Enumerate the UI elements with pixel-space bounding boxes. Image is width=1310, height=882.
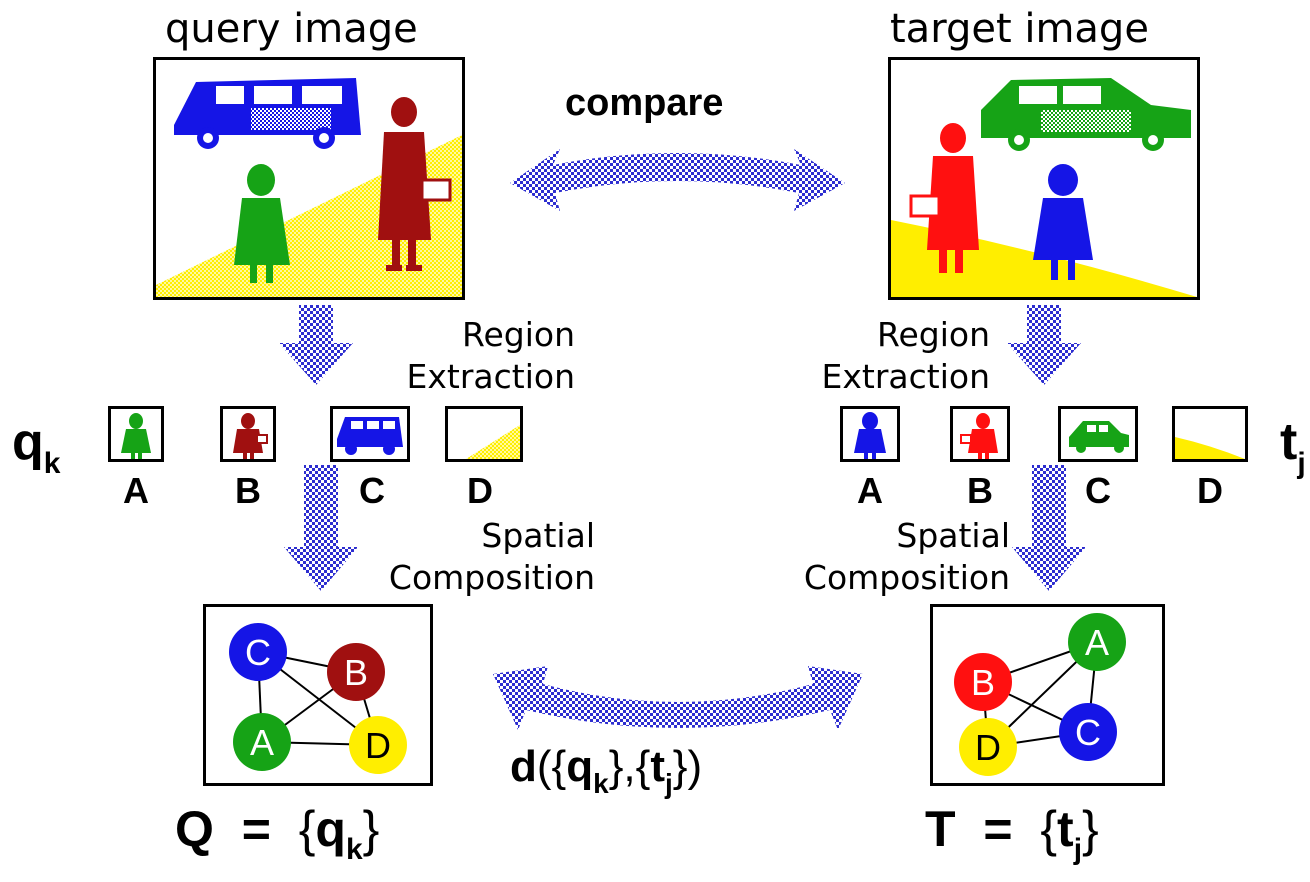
compare-arrow-top	[510, 149, 845, 211]
van-shape	[174, 78, 361, 149]
target-region-c-label: C	[1085, 470, 1111, 511]
query-image	[153, 57, 465, 300]
target-region-c-tile	[1058, 406, 1138, 462]
target-image	[888, 57, 1200, 300]
target-set-formula: T = {tj}	[925, 801, 1099, 866]
target-regions-symbol: tj	[1280, 413, 1306, 480]
red-person-shape	[909, 123, 979, 273]
target-node-c	[1059, 703, 1117, 761]
query-region-a-label: A	[123, 470, 149, 511]
target-node-d	[959, 718, 1017, 776]
spatial-composition-label-target: Spatial Composition	[803, 516, 1010, 597]
target-region-a-tile	[840, 406, 900, 462]
query-node-c-label: C	[245, 632, 271, 673]
target-node-a-label: A	[1085, 622, 1109, 663]
target-region-b-label: B	[967, 470, 993, 511]
green-person-shape	[234, 164, 290, 283]
car-shape	[981, 78, 1191, 151]
down-arrow-target-1	[1007, 305, 1081, 385]
distance-formula: d({qk},{tj})	[510, 742, 703, 799]
target-node-d-label: D	[975, 727, 1001, 768]
target-node-c-label: C	[1075, 712, 1101, 753]
query-region-b-label: B	[235, 470, 261, 511]
target-region-b-tile	[950, 406, 1010, 462]
target-region-d-tile	[1172, 406, 1248, 462]
target-node-b	[954, 653, 1012, 711]
query-region-d-tile	[445, 406, 523, 462]
region-extraction-label-query: Region Extraction	[406, 315, 575, 396]
down-arrow-query-1	[279, 305, 353, 385]
query-region-a-tile	[108, 406, 164, 462]
target-region-d-label: D	[1197, 470, 1223, 511]
query-regions-symbol: qk	[12, 413, 61, 480]
query-graph: C B A D	[203, 604, 433, 786]
spatial-composition-label-query: Spatial Composition	[388, 516, 595, 597]
down-arrow-target-2	[1012, 465, 1086, 591]
query-node-c	[229, 623, 287, 681]
query-region-c-tile	[330, 406, 410, 462]
query-image-title: query image	[165, 6, 418, 52]
target-node-b-label: B	[971, 662, 995, 703]
down-arrow-query-2	[284, 465, 358, 591]
query-node-d	[349, 716, 407, 774]
target-node-a	[1068, 613, 1126, 671]
region-extraction-label-target: Region Extraction	[821, 315, 990, 396]
target-image-title: target image	[890, 6, 1149, 52]
query-node-b	[327, 643, 385, 701]
target-region-a-label: A	[857, 470, 883, 511]
target-graph: A B C D	[930, 604, 1165, 786]
query-node-a-label: A	[250, 722, 274, 763]
query-node-b-label: B	[344, 652, 368, 693]
query-region-c-label: C	[359, 470, 385, 511]
blue-person-shape	[1033, 164, 1093, 280]
query-region-b-tile	[220, 406, 276, 462]
query-set-formula: Q = {qk}	[175, 801, 380, 866]
query-node-d-label: D	[365, 725, 391, 766]
query-region-d-label: D	[467, 470, 493, 511]
query-node-a	[233, 713, 291, 771]
dark-red-person-shape	[378, 97, 452, 271]
compare-label: compare	[565, 82, 724, 124]
compare-arrow-bottom	[493, 666, 863, 730]
